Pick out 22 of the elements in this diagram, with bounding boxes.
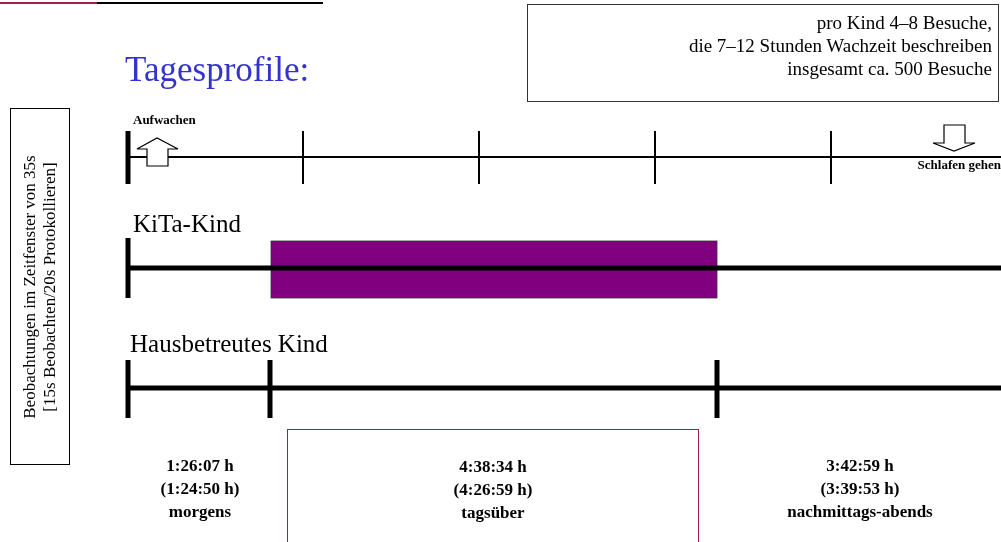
duration-text: morgens [167,501,233,523]
duration-text: 1:26:07 h [165,455,235,477]
duration-text: tagsüber [460,502,526,524]
row-label: Hausbetreutes Kind [130,330,328,358]
duration-text: (3:39:53 h) [819,478,901,500]
duration-text: 3:42:59 h [825,455,895,477]
side-note-text: Beobachtungen im Zeitfenster von 35s [20,153,40,421]
duration-text: (4:26:59 h) [452,479,534,501]
note-text: die 7–12 Stunden Wachzeit beschreiben [688,34,992,57]
note-text: insgesamt ca. 500 Besuche [787,57,992,80]
row-label: KiTa-Kind [133,210,241,238]
duration-text: 4:38:34 h [458,456,528,478]
side-note-box [10,108,70,465]
note-text: pro Kind 4–8 Besuche, [816,11,992,34]
event-label: Aufwachen [133,112,196,128]
event-label: Schlafen gehen [916,157,1001,173]
duration-text: nachmittags-abends [786,501,934,523]
note-box [527,4,999,102]
highlight-box [287,429,699,542]
duration-text: (1:24:50 h) [159,478,241,500]
side-note-text: [15s Beobachten/20s Protokollieren] [40,160,60,414]
title: Tagesprofile: [125,50,310,90]
